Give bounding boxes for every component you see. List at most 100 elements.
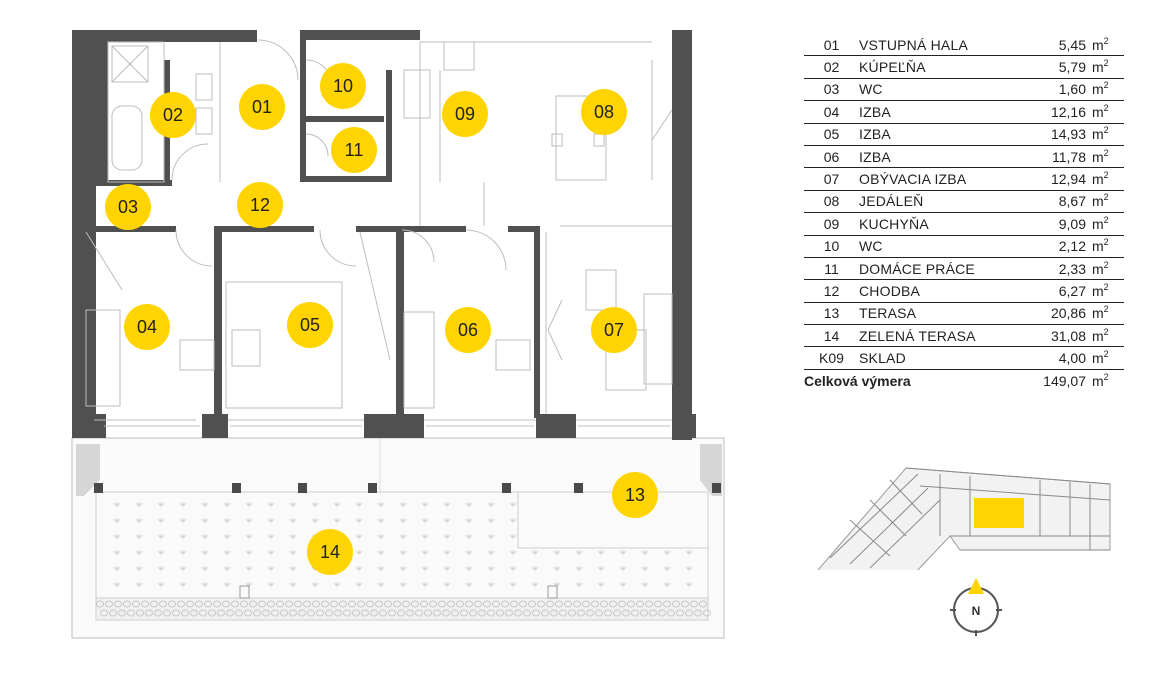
svg-text:14: 14: [320, 542, 340, 562]
area-unit: m2: [1092, 281, 1109, 299]
total-area: 149,07: [1043, 372, 1086, 389]
room-number: 01: [823, 36, 840, 53]
table-row: 04 IZBA 12,16 m2: [804, 101, 1124, 124]
svg-text:02: 02: [163, 105, 183, 125]
room-area: 31,08: [1050, 327, 1086, 344]
table-row: 10 WC 2,12 m2: [804, 236, 1124, 258]
room-name: ZELENÁ TERASA: [859, 327, 976, 344]
room-area: 1,60: [1058, 81, 1086, 98]
svg-text:11: 11: [345, 140, 364, 160]
room-area: 4,00: [1058, 350, 1086, 367]
interior-lines: [85, 39, 673, 427]
room-marker-14: 14: [307, 529, 353, 575]
table-row: 07 OBÝVACIA IZBA 12,94 m2: [804, 168, 1124, 191]
room-marker-12: 12: [237, 182, 283, 228]
room-number: 09: [823, 215, 840, 232]
room-name: WC: [859, 81, 883, 98]
room-area: 6,27: [1058, 282, 1086, 299]
room-marker-10: 10: [320, 63, 366, 109]
room-name: DOMÁCE PRÁCE: [859, 260, 975, 277]
room-area: 14,93: [1050, 126, 1086, 143]
area-unit: m2: [1092, 304, 1109, 322]
room-number: 08: [823, 193, 840, 210]
table-row: 09 KUCHYŇA 9,09 m2: [804, 213, 1124, 236]
room-area: 5,45: [1058, 36, 1086, 53]
north-label: N: [972, 604, 981, 618]
planter-pattern: [96, 600, 711, 617]
total-label: Celková výmera: [804, 372, 911, 389]
room-name: SKLAD: [859, 350, 906, 367]
svg-text:06: 06: [458, 320, 478, 340]
room-number: K09: [819, 350, 844, 367]
room-number: 04: [823, 103, 840, 120]
room-area: 5,79: [1058, 59, 1086, 76]
svg-text:13: 13: [625, 485, 645, 505]
north-arrow-compass: N: [950, 578, 1002, 636]
room-markers: 01 02 03 04 05 06 07 08 09 10 11 12 13 1…: [105, 63, 658, 575]
area-unit: m2: [1092, 326, 1109, 344]
area-unit: m2: [1092, 35, 1109, 53]
room-number: 05: [823, 126, 840, 143]
area-unit: m2: [1092, 237, 1109, 255]
svg-text:03: 03: [118, 197, 138, 217]
area-unit: m2: [1092, 259, 1109, 277]
room-marker-05: 05: [287, 302, 333, 348]
area-unit: m2: [1092, 147, 1109, 165]
room-marker-08: 08: [581, 89, 627, 135]
room-number: 13: [823, 305, 840, 322]
room-number: 14: [823, 327, 840, 344]
svg-text:05: 05: [300, 315, 320, 335]
room-area: 2,12: [1058, 238, 1086, 255]
building-key-plan: [817, 467, 1111, 570]
room-area: 11,78: [1052, 148, 1086, 165]
room-name: IZBA: [859, 126, 891, 143]
room-number: 12: [823, 282, 840, 299]
table-row: 05 IZBA 14,93 m2: [804, 124, 1124, 146]
area-unit: m2: [1092, 192, 1109, 210]
room-name: KUCHYŇA: [859, 215, 929, 232]
room-marker-09: 09: [442, 91, 488, 137]
room-area: 12,16: [1050, 103, 1086, 120]
room-marker-07: 07: [591, 307, 637, 353]
room-marker-04: 04: [124, 304, 170, 350]
table-row: 12 CHODBA 6,27 m2: [804, 280, 1124, 303]
room-name: OBÝVACIA IZBA: [859, 171, 967, 188]
table-row: 06 IZBA 11,78 m2: [804, 146, 1124, 169]
svg-text:08: 08: [594, 102, 614, 122]
room-number: 11: [824, 260, 839, 277]
room-name: CHODBA: [859, 282, 921, 299]
room-marker-13: 13: [612, 472, 658, 518]
north-pointer-icon: [968, 578, 984, 594]
area-unit: m2: [1092, 102, 1109, 120]
terrace-area: [71, 437, 725, 639]
greenery-pattern: [113, 502, 693, 587]
room-number: 10: [823, 238, 840, 255]
svg-text:01: 01: [252, 97, 272, 117]
room-name: IZBA: [859, 148, 891, 165]
room-area: 20,86: [1050, 305, 1086, 322]
room-marker-06: 06: [445, 307, 491, 353]
svg-text:12: 12: [250, 195, 270, 215]
area-unit: m2: [1092, 125, 1109, 143]
room-marker-03: 03: [105, 184, 151, 230]
area-unit: m2: [1092, 58, 1109, 76]
area-unit: m2: [1092, 214, 1109, 232]
room-area: 9,09: [1058, 215, 1086, 232]
table-row: 14 ZELENÁ TERASA 31,08 m2: [804, 325, 1124, 348]
key-plan-grid: [829, 467, 1111, 569]
room-number: 07: [823, 171, 840, 188]
room-area: 12,94: [1050, 171, 1086, 188]
svg-text:07: 07: [604, 320, 624, 340]
svg-text:10: 10: [333, 76, 353, 96]
room-name: WC: [859, 238, 883, 255]
room-area: 8,67: [1058, 193, 1086, 210]
room-number: 06: [823, 148, 840, 165]
room-name: IZBA: [859, 103, 891, 120]
area-unit: m2: [1092, 170, 1109, 188]
room-marker-02: 02: [150, 92, 196, 138]
